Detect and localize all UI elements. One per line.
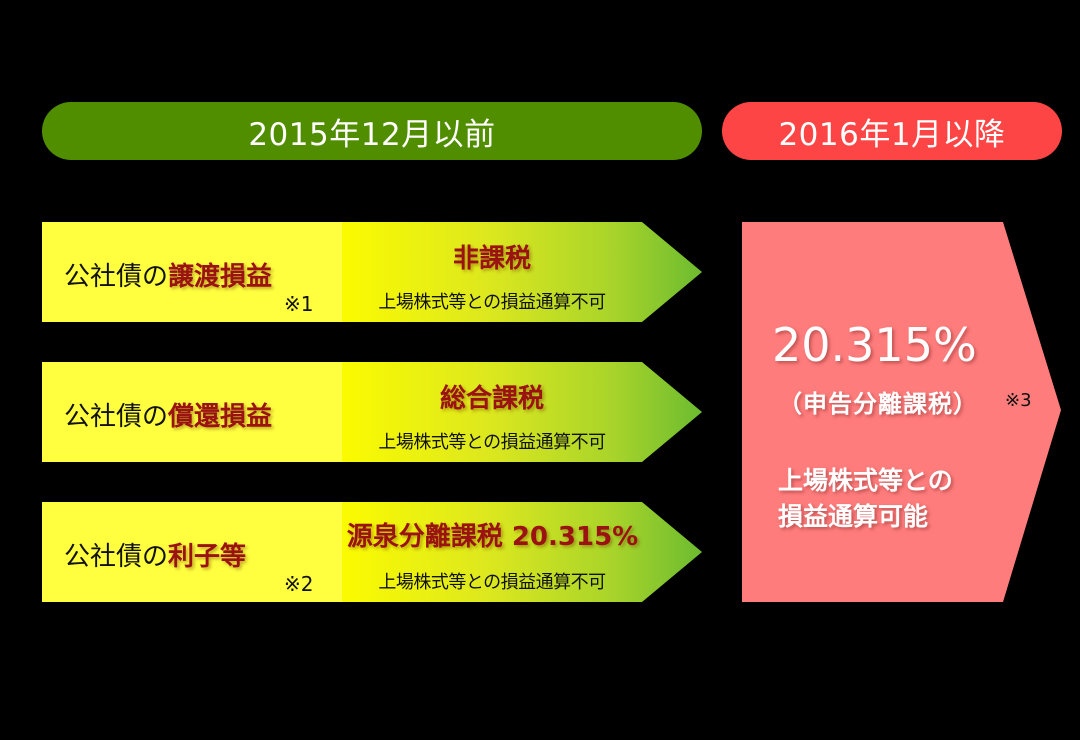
- row-subject: 公社債の利子等: [64, 536, 246, 573]
- row-subject: 公社債の償還損益: [64, 396, 272, 433]
- arrow-shape: [342, 222, 702, 322]
- subject-highlight: 利子等: [168, 542, 247, 572]
- header-after-label: 2016年1月以降: [778, 116, 1006, 153]
- row-redemption-gain: 公社債の償還損益 総合課税 上場株式等との損益通算不可: [42, 362, 702, 462]
- tax-treatment: 非課税: [452, 244, 531, 274]
- offset-rule: 上場株式等との損益通算不可: [378, 292, 606, 313]
- row-transfer-gain: 公社債の譲渡損益 ※1 非課税 上場株式等との損益通算不可: [42, 222, 702, 322]
- row-subject: 公社債の譲渡損益: [64, 256, 272, 293]
- row-subject-box: [42, 222, 342, 322]
- subject-prefix: 公社債の: [64, 402, 169, 432]
- after-tax-method: （申告分離課税）: [778, 390, 978, 418]
- row-subject-box: [42, 362, 342, 462]
- header-after-2016: 2016年1月以降: [722, 102, 1062, 160]
- row-subject-box: [42, 502, 342, 602]
- subject-highlight: 譲渡損益: [168, 262, 273, 292]
- subject-highlight: 償還損益: [168, 402, 273, 432]
- after-desc-line2: 損益通算可能: [778, 502, 929, 531]
- tax-treatment: 源泉分離課税 20.315%: [346, 522, 639, 552]
- footnote-marker: ※2: [284, 572, 314, 596]
- footnote-marker: ※1: [284, 292, 314, 316]
- footnote-marker-3: ※3: [1005, 390, 1032, 411]
- header-before-label: 2015年12月以前: [248, 116, 496, 153]
- arrow-shape: [342, 502, 702, 602]
- tax-treatment: 総合課税: [439, 384, 544, 414]
- subject-prefix: 公社債の: [64, 262, 169, 292]
- offset-rule: 上場株式等との損益通算不可: [378, 572, 606, 593]
- header-before-2015: 2015年12月以前: [42, 102, 702, 160]
- after-desc-line1: 上場株式等との: [778, 466, 953, 495]
- row-interest: 公社債の利子等 ※2 源泉分離課税 20.315% 上場株式等との損益通算不可: [42, 502, 702, 602]
- after-2016-box: [742, 222, 1061, 602]
- subject-prefix: 公社債の: [64, 542, 169, 572]
- offset-rule: 上場株式等との損益通算不可: [378, 432, 606, 453]
- after-tax-rate: 20.315%: [772, 318, 977, 372]
- after-offset-description: 上場株式等との 損益通算可能: [778, 463, 953, 535]
- arrow-shape: [342, 362, 702, 462]
